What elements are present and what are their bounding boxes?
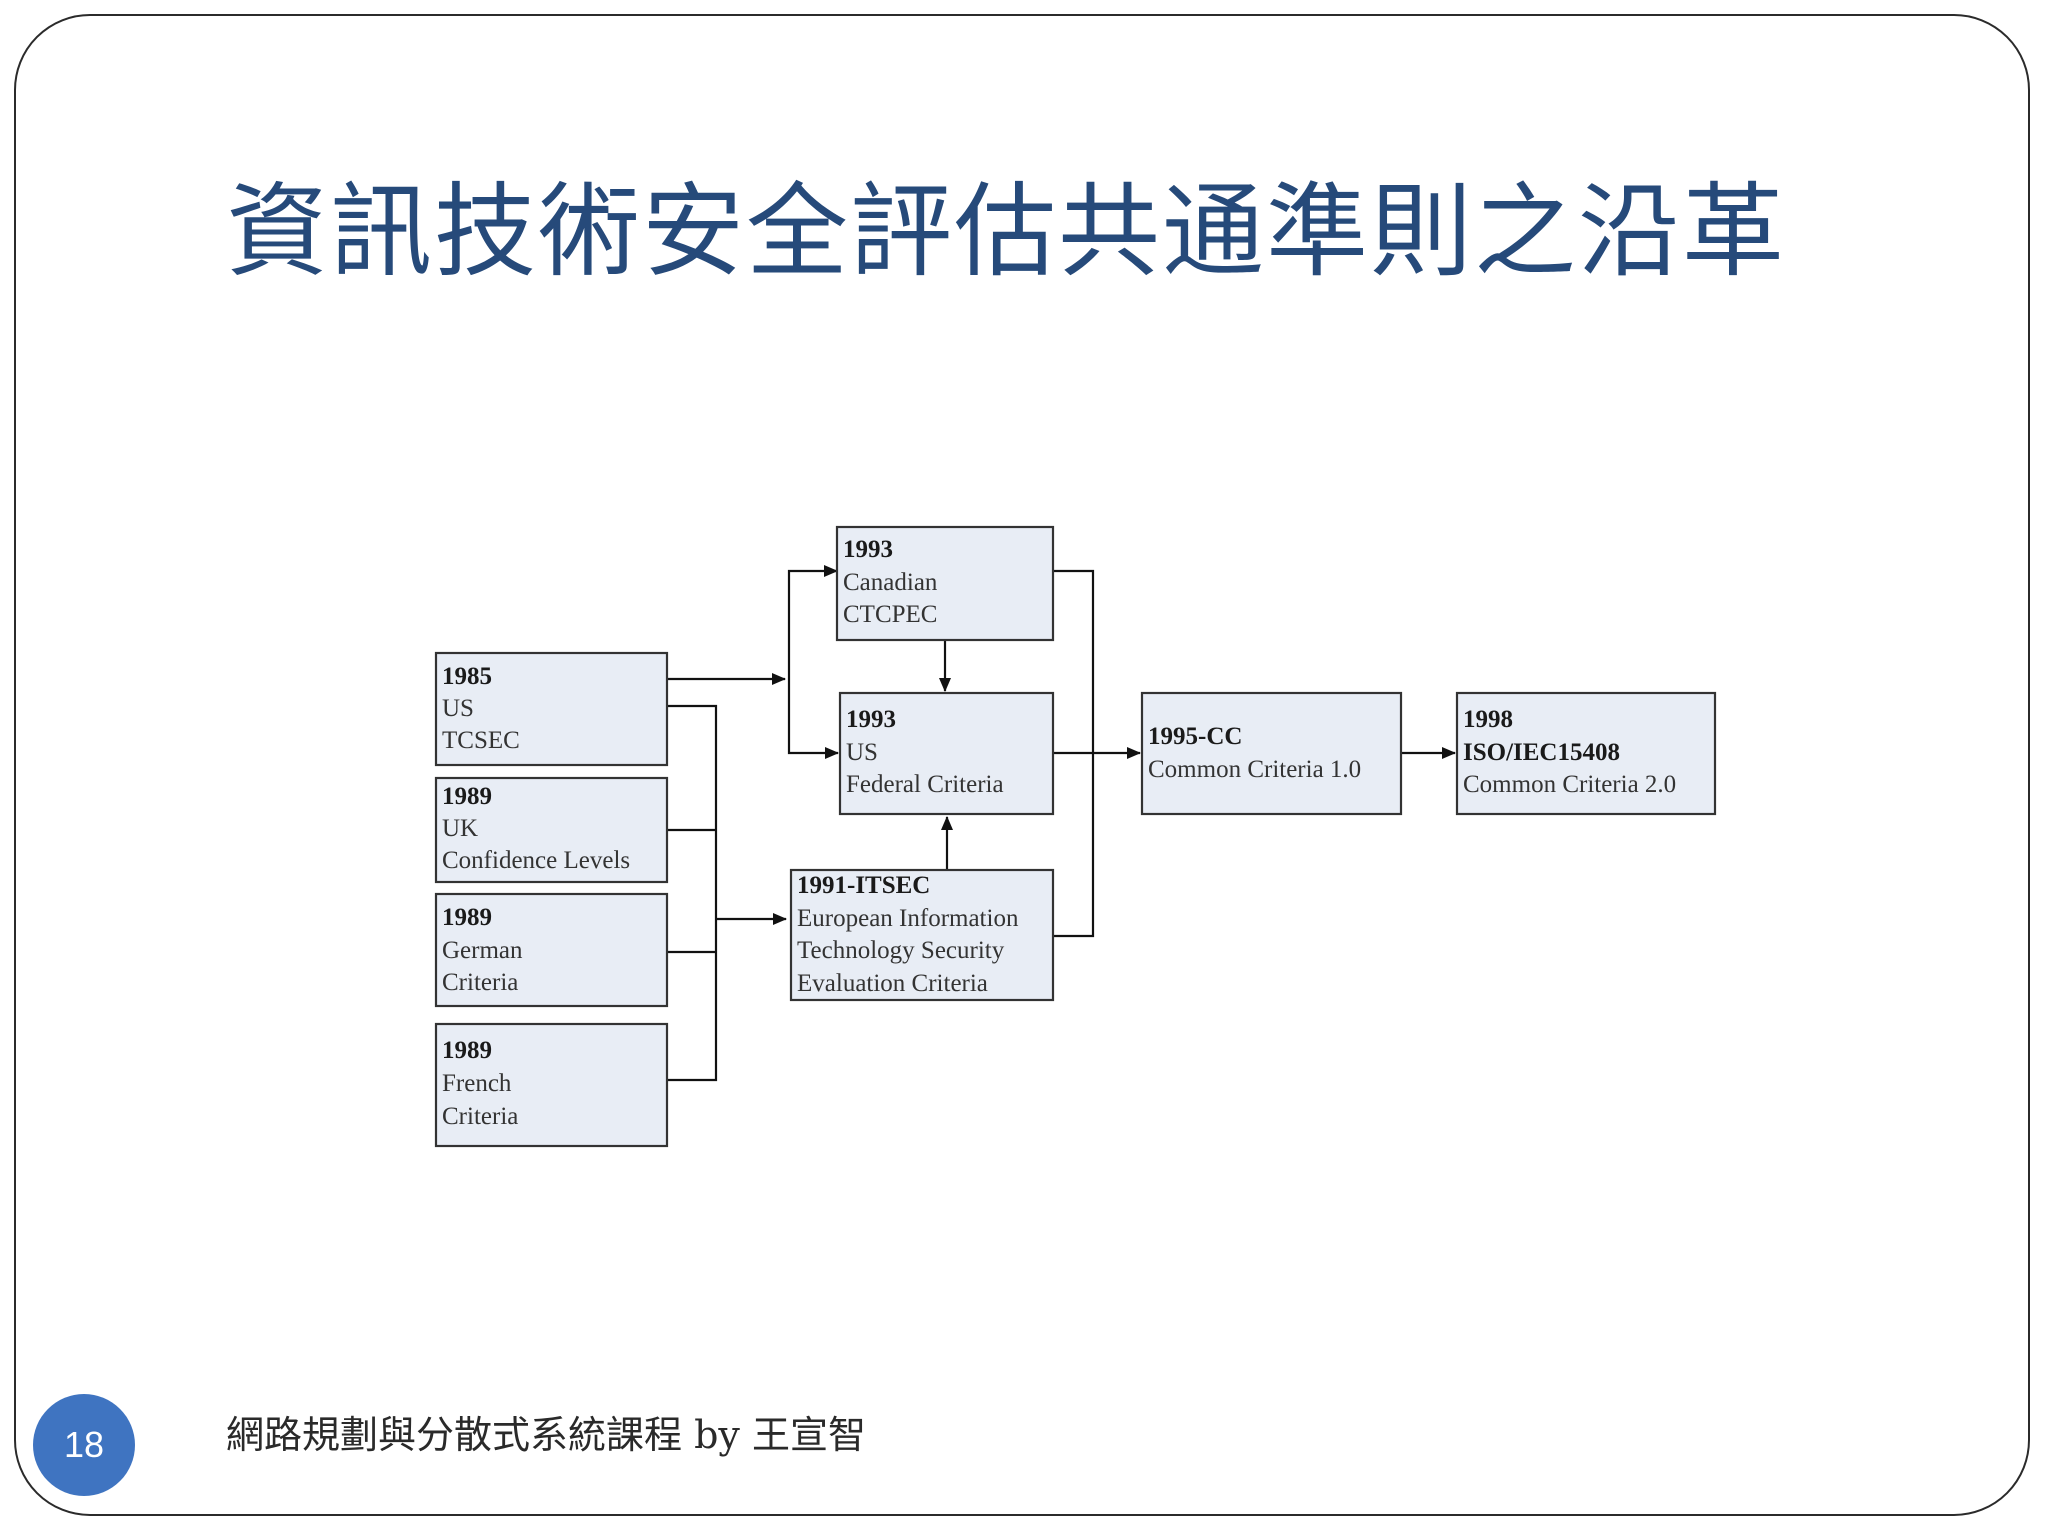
node-federal-box xyxy=(838,691,1055,816)
node-itsec-line-3: Technology Security xyxy=(797,937,1005,964)
node-itsec-box xyxy=(789,868,1055,1002)
slide-footer: 網路規劃與分散式系統課程 by 王宣智 xyxy=(226,1413,866,1457)
node-canadian-line-3: CTCPEC xyxy=(843,601,937,628)
connectors xyxy=(667,565,1456,1082)
nodes xyxy=(434,525,1717,1148)
node-uk-box xyxy=(434,776,669,884)
node-tcsec-line-2: US xyxy=(442,695,474,722)
node-uk-text: 1989 UK Confidence Levels xyxy=(442,783,630,874)
node-uk-line-3: Confidence Levels xyxy=(442,847,630,874)
node-federal-line-3: Federal Criteria xyxy=(846,771,1004,798)
slide-frame xyxy=(14,14,2030,1516)
edge-split-to-federal xyxy=(787,679,839,759)
node-german-line-3: Criteria xyxy=(442,969,518,996)
node-federal-line-2: US xyxy=(846,739,878,766)
page-number-badge: 18 xyxy=(33,1394,135,1496)
node-german-text: 1989 German Criteria xyxy=(442,904,529,996)
node-tcsec-box xyxy=(434,651,669,767)
node-federal-text: 1993 US Federal Criteria xyxy=(846,706,1004,798)
node-iso-text: 1998 ISO/IEC15408 Common Criteria 2.0 xyxy=(1463,706,1676,798)
node-french-text: 1989 French Criteria xyxy=(442,1037,518,1130)
node-french-line-2: French xyxy=(442,1070,512,1097)
node-iso-line-3: Common Criteria 2.0 xyxy=(1463,771,1676,798)
node-itsec-line-2: European Information xyxy=(797,905,1019,932)
edge-tcsec-to-bus xyxy=(667,704,718,1082)
node-cc1-line-2: Common Criteria 1.0 xyxy=(1148,756,1361,783)
node-uk-line-1: 1989 xyxy=(442,783,492,810)
node-french-line-3: Criteria xyxy=(442,1103,518,1130)
node-itsec-line-4: Evaluation Criteria xyxy=(797,970,988,997)
node-german-box xyxy=(434,892,669,1008)
node-itsec-line-1: 1991-ITSEC xyxy=(797,872,930,899)
edge-split-to-canadian xyxy=(787,565,838,679)
node-labels: 1985 US TCSEC 1989 UK Confidence Levels … xyxy=(442,536,1676,1130)
node-canadian-text: 1993 Canadian CTCPEC xyxy=(843,536,944,628)
node-french-box xyxy=(434,1022,669,1148)
node-cc1-line-1: 1995-CC xyxy=(1148,723,1242,750)
node-itsec-text: 1991-ITSEC European Information Technolo… xyxy=(797,872,1025,997)
node-federal-line-1: 1993 xyxy=(846,706,896,733)
node-german-line-1: 1989 xyxy=(442,904,492,931)
node-iso-box xyxy=(1455,691,1717,816)
node-canadian-line-1: 1993 xyxy=(843,536,893,563)
node-tcsec-line-3: TCSEC xyxy=(442,727,520,754)
node-french-line-1: 1989 xyxy=(442,1037,492,1064)
node-cc1-box xyxy=(1140,691,1403,816)
node-iso-line-2: ISO/IEC15408 xyxy=(1463,739,1620,766)
node-uk-line-2: UK xyxy=(442,815,478,842)
node-cc1-text: 1995-CC Common Criteria 1.0 xyxy=(1148,723,1361,783)
node-canadian-box xyxy=(835,525,1055,642)
node-tcsec-text: 1985 US TCSEC xyxy=(442,663,520,754)
node-iso-line-1: 1998 xyxy=(1463,706,1513,733)
node-german-line-2: German xyxy=(442,937,523,964)
node-tcsec-line-1: 1985 xyxy=(442,663,492,690)
node-canadian-line-2: Canadian xyxy=(843,569,938,596)
slide-title: 資訊技術安全評估共通準則之沿革 xyxy=(226,173,1786,292)
